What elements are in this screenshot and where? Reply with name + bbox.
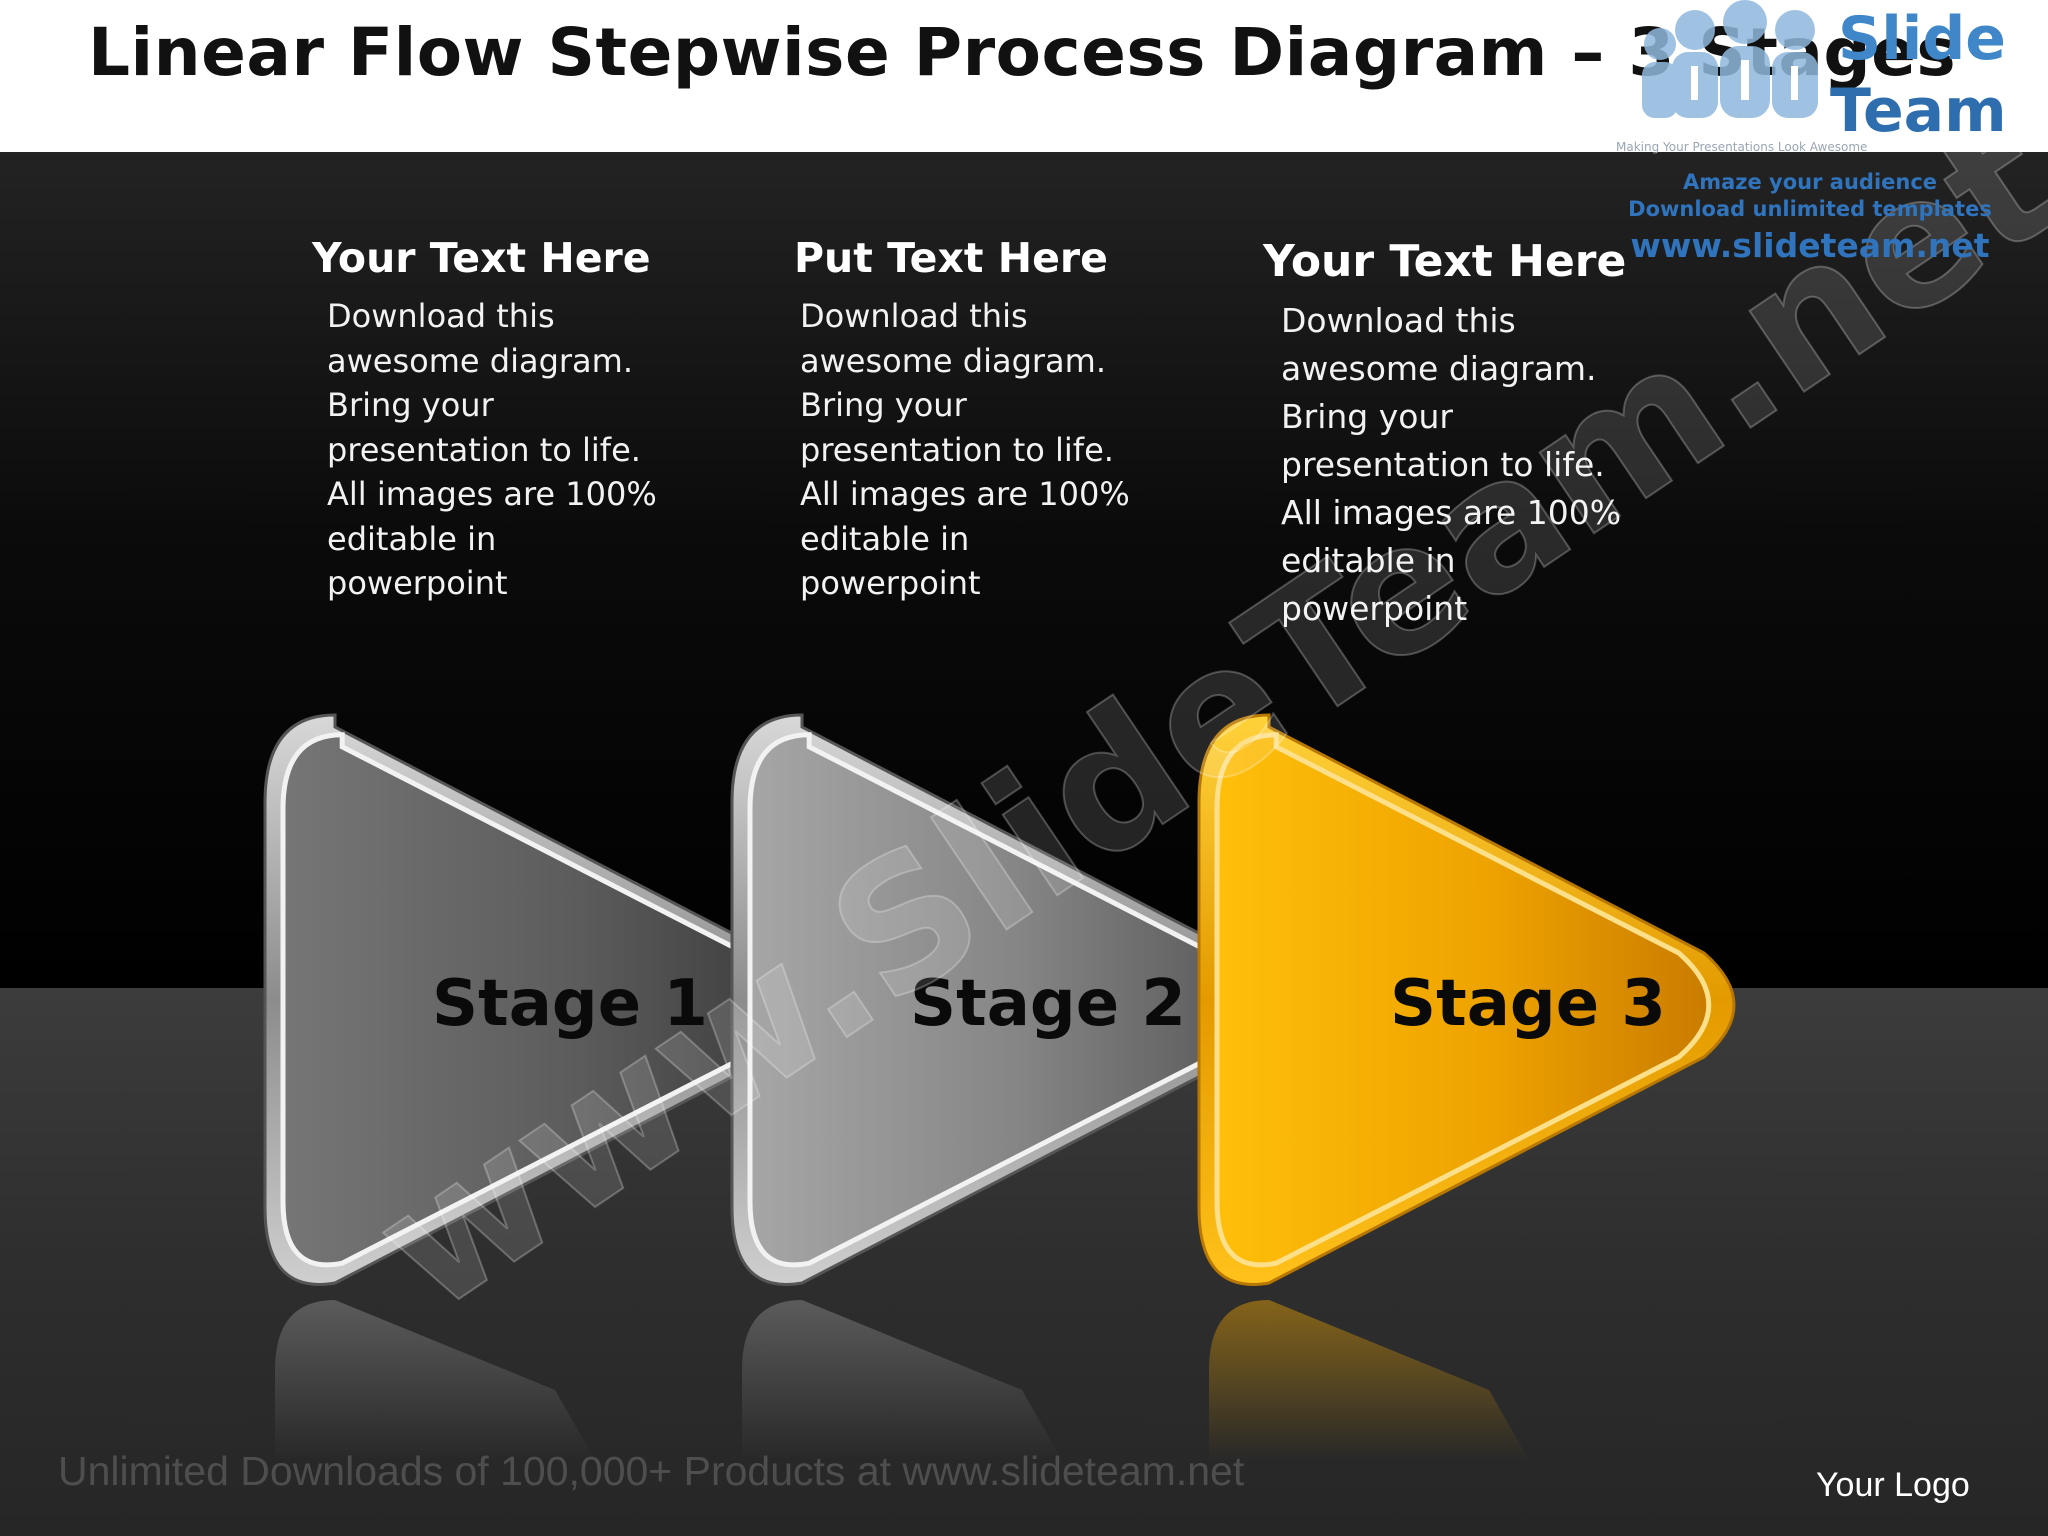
text-column-3: Your Text Here Download this awesome dia…	[1263, 236, 1626, 633]
text-column-2: Put Text Here Download this awesome diag…	[794, 234, 1130, 606]
logo-word-slide: Slide	[1838, 4, 2006, 74]
stage-3-face	[1214, 732, 1712, 1268]
column-heading: Your Text Here	[312, 234, 651, 282]
logo-placeholder: Your Logo	[1816, 1466, 1970, 1504]
column-heading: Your Text Here	[1263, 236, 1627, 287]
stage-1-label: Stage 1	[432, 967, 708, 1041]
stage-2-reflection	[742, 1300, 1062, 1460]
promo-url[interactable]: www.slideteam.net	[1630, 226, 1990, 265]
promo-line-1: Amaze your audience	[1682, 170, 1938, 194]
promo-line-2: Download unlimited templates	[1628, 197, 1992, 221]
stage-3-shape	[1197, 713, 1736, 1460]
logo-word-team: Team	[1830, 76, 2007, 146]
column-body: Download this awesome diagram. Bring you…	[327, 297, 657, 602]
people-icon	[1642, 0, 1818, 118]
stage-1-reflection	[275, 1300, 595, 1460]
footer-text: Unlimited Downloads of 100,000+ Products…	[58, 1448, 1245, 1494]
text-column-1: Your Text Here Download this awesome dia…	[312, 234, 657, 606]
stage-3-label: Stage 3	[1390, 967, 1666, 1041]
stage-2-label: Stage 2	[910, 967, 1186, 1041]
stage-3-reflection	[1209, 1300, 1529, 1460]
column-body: Download this awesome diagram. Bring you…	[1281, 301, 1622, 628]
logo-tagline: Making Your Presentations Look Awesome	[1616, 140, 1868, 154]
brand-logo: Slide Team Making Your Presentations Loo…	[1610, 0, 2030, 260]
stage-1-shape	[263, 713, 802, 1460]
column-heading: Put Text Here	[794, 234, 1108, 282]
column-body: Download this awesome diagram. Bring you…	[800, 297, 1130, 602]
